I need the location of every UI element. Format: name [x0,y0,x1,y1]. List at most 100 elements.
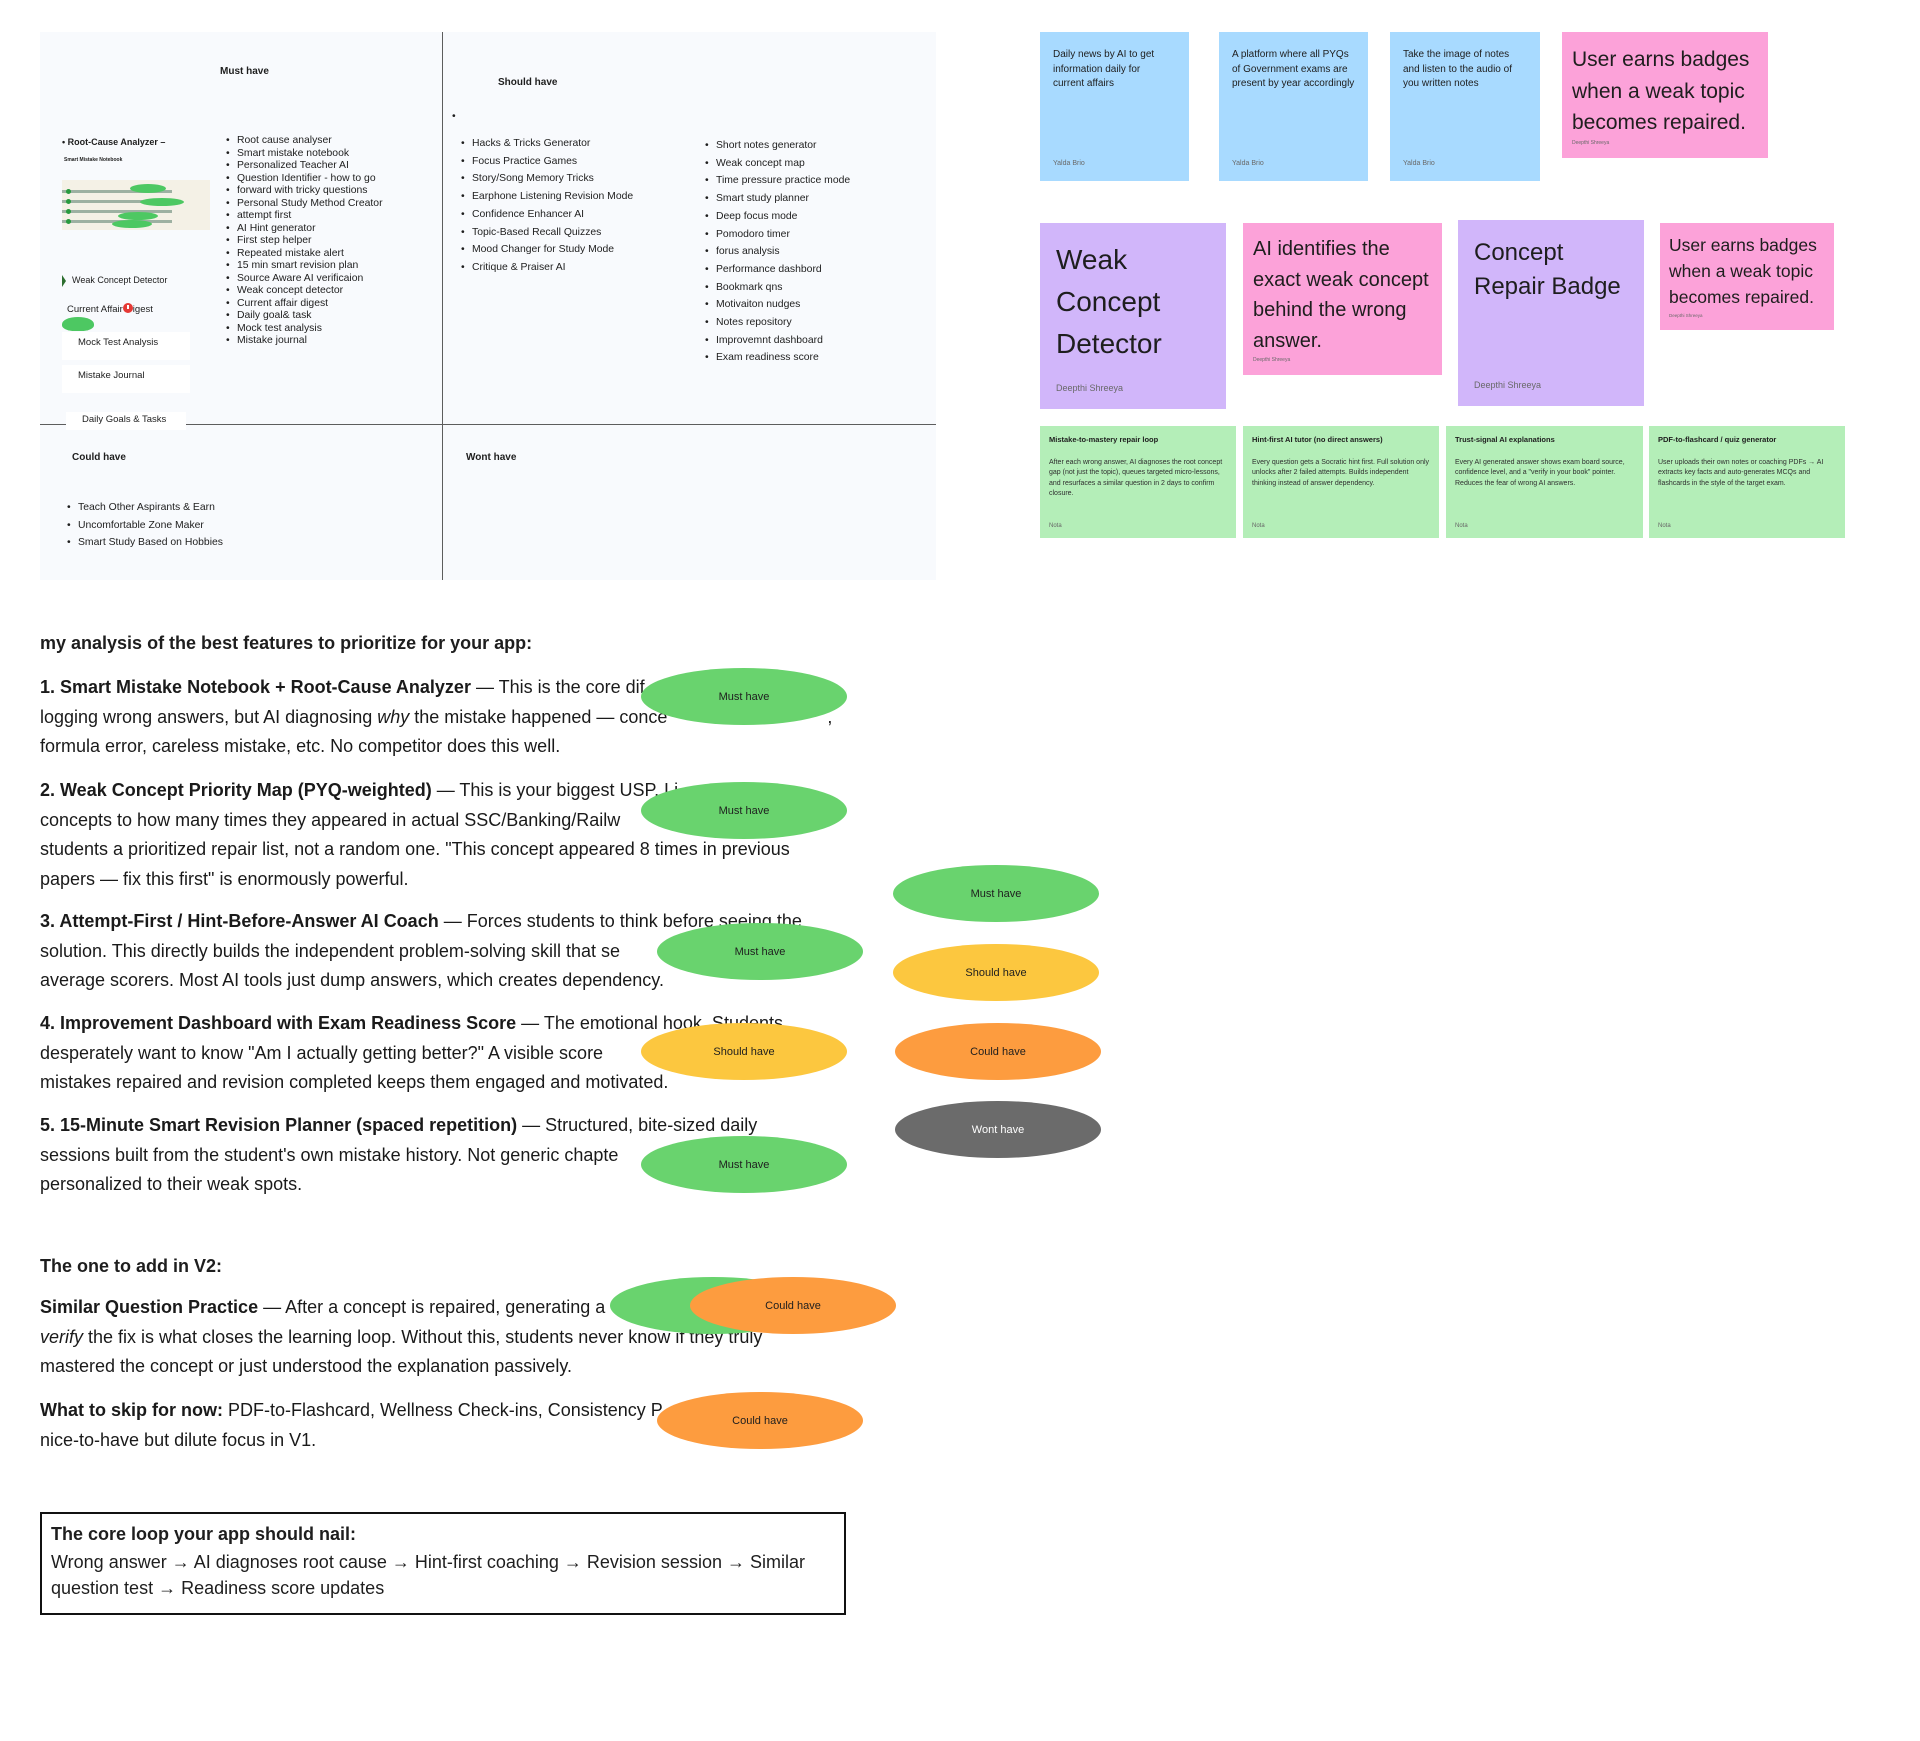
list-item: Repeated mistake alert [226,248,383,261]
must-have-oval[interactable]: Must have [641,1136,847,1193]
sticky-note-green[interactable]: Trust-signal AI explanations Every AI ge… [1446,426,1643,538]
sticky-note-pink[interactable]: User earns badges when a weak topic beco… [1562,32,1768,158]
sticky-author: Nota [1049,523,1062,529]
must-have-title: Must have [220,66,269,77]
analysis-heading: my analysis of the best features to prio… [40,633,533,653]
sticky-title: PDF-to-flashcard / quiz generator [1658,435,1777,444]
list-item: Mock test analysis [226,323,383,336]
list-item: Weak concept detector [226,285,383,298]
skip-item: What to skip for now: PDF-to-Flashcard, … [40,1400,663,1450]
sticky-author: Yalda Brio [1053,160,1085,167]
list-item: Deep focus mode [705,208,850,226]
list-item: Teach Other Aspirants & Earn [67,499,223,517]
sticky-text: Weak Concept Detector [1056,244,1162,359]
thumbnail-green-blob [62,317,94,331]
thumbnail-item-mistake-journal: Mistake Journal [62,365,190,393]
list-item: Personal Study Method Creator [226,198,383,211]
sticky-text: Concept Repair Badge [1474,239,1621,300]
must-have-oval[interactable]: Must have [641,782,847,839]
sticky-note-green[interactable]: Mistake-to-mastery repair loop After eac… [1040,426,1236,538]
priority-item-1: 1. Smart Mistake Notebook + Root-Cause A… [40,677,833,756]
sticky-author: Yalda Brio [1403,160,1435,167]
list-item: Smart mistake notebook [226,148,383,161]
must-have-list: Root cause analyserSmart mistake noteboo… [226,135,383,348]
sticky-note-blue[interactable]: A platform where all PYQs of Government … [1219,32,1368,181]
core-loop-text: Wrong answer → AI diagnoses root cause →… [51,1552,805,1598]
list-item: Earphone Listening Revision Mode [461,188,633,206]
sticky-author: Yalda Brio [1232,160,1264,167]
sticky-text: User earns badges when a weak topic beco… [1572,48,1750,134]
could-have-oval[interactable]: Could have [657,1392,863,1449]
thumbnail-dot [66,189,71,194]
sticky-text: AI identifies the exact weak concept beh… [1253,238,1429,352]
sticky-author: Deepthi Shreeya [1572,140,1610,146]
legend-must-have-oval[interactable]: Must have [893,865,1099,922]
list-item: Mood Changer for Study Mode [461,241,633,259]
list-item: AI Hint generator [226,223,383,236]
sticky-note-pink[interactable]: User earns badges when a weak topic beco… [1660,223,1834,330]
thumbnail-dot [66,209,71,214]
sticky-text: After each wrong answer, AI diagnoses th… [1049,459,1223,498]
list-item: Notes repository [705,314,850,332]
legend-could-have-oval[interactable]: Could have [895,1023,1101,1080]
should-have-oval[interactable]: Should have [641,1023,847,1080]
list-item: First step helper [226,235,383,248]
list-item: Story/Song Memory Tricks [461,170,633,188]
list-item: Current affair digest [226,298,383,311]
wont-have-title: Wont have [466,452,517,463]
sticky-note-blue[interactable]: Daily news by AI to get information dail… [1040,32,1189,181]
sticky-text: User earns badges when a weak topic beco… [1669,235,1817,307]
sticky-note-green[interactable]: Hint-first AI tutor (no direct answers) … [1243,426,1439,538]
list-item: Personalized Teacher AI [226,160,383,173]
list-item: Confidence Enhancer AI [461,206,633,224]
sticky-note-blue[interactable]: Take the image of notes and listen to th… [1390,32,1540,181]
sticky-note-purple[interactable]: Concept Repair Badge Deepthi Shreeya [1458,220,1644,406]
should-have-title: Should have [498,77,558,88]
thumbnail-item-weak-concept: Weak Concept Detector [72,275,168,285]
thumbnail-row [62,190,172,193]
sticky-title: Mistake-to-mastery repair loop [1049,435,1159,444]
should-have-list-2: Short notes generatorWeak concept mapTim… [705,137,850,367]
priority-item-2: 2. Weak Concept Priority Map (PYQ-weight… [40,780,790,889]
list-item: Smart study planner [705,190,850,208]
could-have-title: Could have [72,452,126,463]
list-item: forus analysis [705,243,850,261]
thumbnail-item-daily-goals: Daily Goals & Tasks [66,412,186,430]
sticky-title: Trust-signal AI explanations [1455,435,1555,444]
legend-wont-have-oval[interactable]: Wont have [895,1101,1101,1158]
list-item: Topic-Based Recall Quizzes [461,224,633,242]
must-have-oval[interactable]: Must have [657,923,863,980]
must-have-oval[interactable]: Must have [641,668,847,725]
could-have-list: Teach Other Aspirants & EarnUncomfortabl… [67,499,223,552]
v2-item: Similar Question Practice — After a conc… [40,1297,763,1376]
list-item: Improvemnt dashboard [705,332,850,350]
list-item: Exam readiness score [705,349,850,367]
should-have-list-1: Hacks & Tricks GeneratorFocus Practice G… [461,135,633,277]
list-item: Pomodoro timer [705,226,850,244]
sticky-author: Deepthi Shreeya [1669,313,1703,318]
thumbnail-green-blob [112,220,152,228]
sticky-author: Nota [1455,523,1468,529]
thumbnail-dot [66,219,71,224]
thumbnail-triangle-marker [62,275,66,287]
sticky-note-purple[interactable]: Weak Concept Detector Deepthi Shreeya [1040,223,1226,409]
core-loop-box: The core loop your app should nail: Wron… [40,1512,846,1615]
list-item: 15 min smart revision plan [226,260,383,273]
list-item: Uncomfortable Zone Maker [67,517,223,535]
could-have-oval[interactable]: Could have [690,1277,896,1334]
thumbnail-item-mock-test: Mock Test Analysis [62,332,190,360]
list-item: Source Aware AI verificaion [226,273,383,286]
list-item: Daily goal& task [226,310,383,323]
sticky-author: Nota [1252,523,1265,529]
legend-should-have-oval[interactable]: Should have [893,944,1099,1001]
list-item: Weak concept map [705,155,850,173]
sticky-note-green[interactable]: PDF-to-flashcard / quiz generator User u… [1649,426,1845,538]
priority-item-5: 5. 15-Minute Smart Revision Planner (spa… [40,1115,758,1194]
sticky-text: Every question gets a Socratic hint firs… [1252,459,1430,487]
list-item: Short notes generator [705,137,850,155]
sticky-note-pink[interactable]: AI identifies the exact weak concept beh… [1243,223,1442,375]
list-item: Root cause analyser [226,135,383,148]
list-item: Question Identifier - how to go [226,173,383,186]
moscow-matrix: Must have Should have Could have Wont ha… [40,32,936,580]
